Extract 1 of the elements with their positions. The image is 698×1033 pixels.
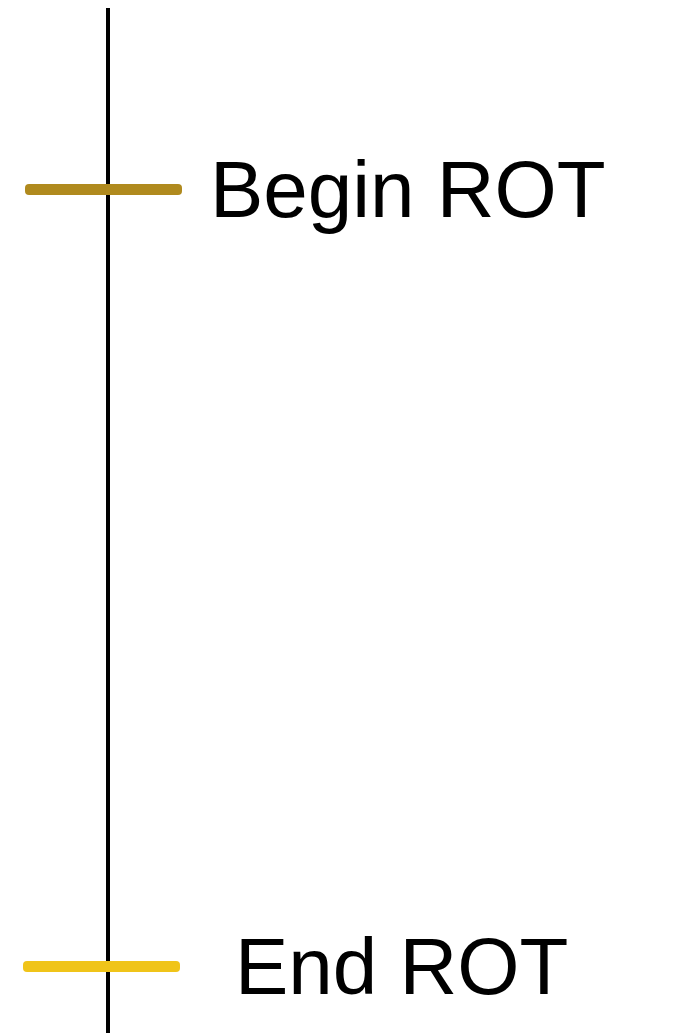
event-label: End ROT	[235, 927, 569, 1007]
